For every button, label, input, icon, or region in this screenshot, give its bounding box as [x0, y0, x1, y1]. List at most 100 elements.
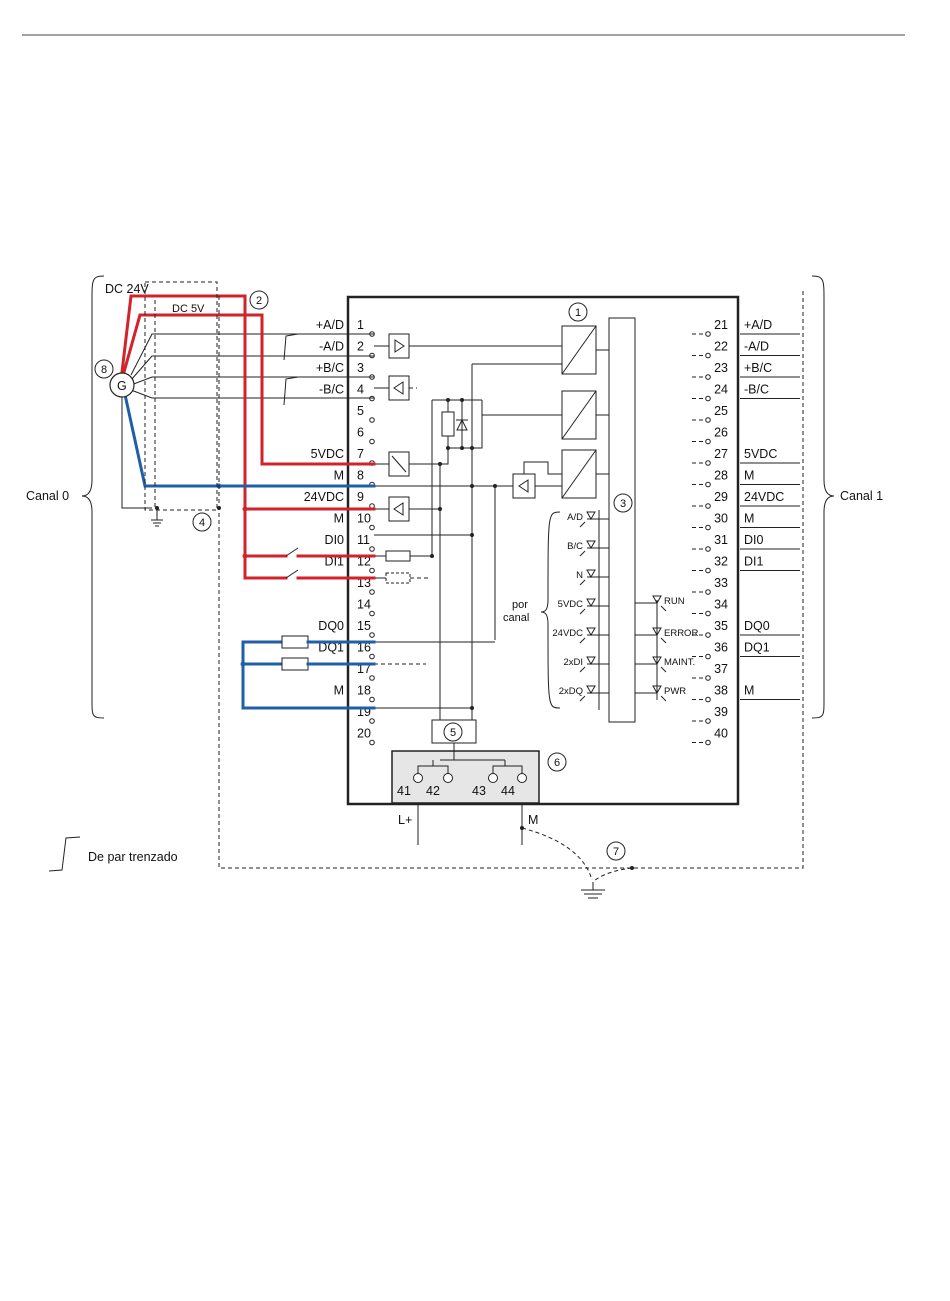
- junction-dots: [430, 398, 497, 710]
- right-pin-terminal: [705, 739, 711, 746]
- left-pin-terminal: [369, 438, 375, 445]
- status-led-ray-icon: [660, 637, 667, 644]
- right-pin-number: 34: [714, 598, 728, 612]
- led-label: A/D: [567, 512, 583, 523]
- right-pin-number: 22: [714, 340, 728, 354]
- right-pin-terminal: [705, 395, 711, 402]
- right-pin-number: 32: [714, 555, 728, 569]
- left-pin-label: M: [334, 512, 344, 526]
- right-pin-terminal: [705, 696, 711, 703]
- backplane-bus: [608, 317, 636, 723]
- left-pin-number: 8: [357, 469, 364, 483]
- callout-number: 2: [256, 295, 262, 307]
- left-pin-number: 12: [357, 555, 371, 569]
- left-pin-number: 16: [357, 641, 371, 655]
- right-pin-number: 27: [714, 447, 728, 461]
- callout-number: 4: [199, 517, 205, 529]
- right-pin-number: 30: [714, 512, 728, 526]
- led-ray-icon: [579, 608, 586, 615]
- led-diode-icon: [586, 598, 596, 608]
- channel-0-label: Canal 0: [26, 489, 69, 503]
- right-pin-label: +B/C: [744, 361, 772, 375]
- led-diode-icon: [586, 656, 596, 666]
- left-pin-number: 3: [357, 361, 364, 375]
- led-diode-icon: [586, 540, 596, 550]
- callout-circle: [192, 512, 212, 532]
- right-pin-terminal: [705, 374, 711, 380]
- twisted-pair-legend-text: De par trenzado: [88, 850, 178, 864]
- led-ray-icon: [579, 521, 586, 528]
- right-pin-label: -A/D: [744, 340, 769, 354]
- shield-outline: [144, 281, 218, 511]
- right-pin-terminal: [705, 460, 711, 466]
- led-label: 2xDQ: [559, 686, 583, 697]
- callout-number: 5: [450, 727, 456, 739]
- right-pin-number: 33: [714, 576, 728, 590]
- status-led-label: PWR: [664, 686, 686, 697]
- right-pin-terminal: [705, 546, 711, 552]
- callout-circle: [613, 493, 633, 513]
- left-pin-terminal: [369, 567, 375, 574]
- terminal-41: 41: [397, 784, 411, 798]
- status-led-ray-icon: [660, 666, 667, 673]
- callout-circle: [94, 359, 114, 379]
- dc24v-label: DC 24V: [105, 282, 149, 296]
- left-pin-terminal: [369, 718, 375, 724]
- callout-circle: [606, 841, 626, 861]
- left-pin-terminal: [369, 632, 375, 638]
- right-pin-terminal: [705, 331, 711, 337]
- left-pin-terminal: [369, 589, 375, 595]
- left-pin-terminal: [369, 739, 375, 746]
- power-connector-wiring: [413, 743, 593, 881]
- led-label: N: [576, 570, 583, 581]
- left-pin-label: 24VDC: [304, 490, 344, 504]
- status-led-label: MAINT.: [664, 657, 695, 668]
- right-pin-terminal: [705, 718, 711, 724]
- right-pin-terminal: [705, 352, 711, 359]
- module-housing: [346, 295, 740, 806]
- right-pin-label: DI1: [744, 555, 764, 569]
- left-pin-number: 9: [357, 490, 364, 504]
- right-pin-number: 31: [714, 533, 728, 547]
- right-pin-number: 28: [714, 469, 728, 483]
- right-pin-label: DQ0: [744, 619, 770, 633]
- left-pin-number: 11: [357, 533, 370, 547]
- left-pin-number: 15: [357, 619, 371, 633]
- callout-number: 3: [620, 498, 626, 510]
- converter-blocks: [561, 325, 609, 499]
- led-diode-icon: [586, 627, 596, 637]
- left-pin-label: DI1: [325, 555, 345, 569]
- left-pin-number: 5: [357, 404, 364, 418]
- left-pin-number: 4: [357, 383, 364, 397]
- callout-number: 7: [613, 846, 619, 858]
- right-pin-number: 29: [714, 490, 728, 504]
- callout-circle: [249, 290, 269, 310]
- right-pin-number: 39: [714, 705, 728, 719]
- led-label: B/C: [567, 541, 583, 552]
- brace-left: [81, 275, 105, 719]
- left-pin-terminal: [369, 546, 375, 552]
- left-pin-label: M: [334, 469, 344, 483]
- left-pin-number: 10: [357, 512, 371, 526]
- callout-number: 1: [575, 307, 581, 319]
- status-led-icon: [652, 685, 662, 695]
- led-diode-icon: [586, 685, 596, 695]
- status-led-label: ERROR: [664, 628, 698, 639]
- left-pin-number: 6: [357, 426, 364, 440]
- led-ray-icon: [579, 579, 586, 586]
- right-pin-label: +A/D: [744, 318, 772, 332]
- left-pin-label: M: [334, 684, 344, 698]
- callout-number: 8: [101, 364, 107, 376]
- per-channel-brace: [540, 511, 561, 709]
- per-channel-line1: por: [512, 599, 528, 611]
- right-pin-label: DQ1: [744, 641, 770, 655]
- terminal-44: 44: [501, 784, 515, 798]
- left-pin-label: -B/C: [319, 383, 344, 397]
- left-pin-terminal: [369, 675, 375, 681]
- right-pin-label: M: [744, 469, 754, 483]
- left-pin-label: DQ1: [318, 641, 344, 655]
- left-pin-terminal: [369, 524, 375, 531]
